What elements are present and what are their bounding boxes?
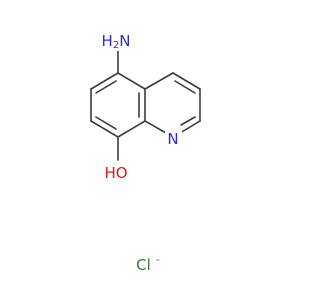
bond-c4-c3 — [172, 72, 201, 90]
amine-label-background — [99, 31, 129, 51]
hydroxyl-label: HO — [104, 164, 127, 182]
amine-hydrogen: H — [102, 32, 113, 50]
chloride-symbol: Cl — [136, 256, 151, 274]
molecule-diagram: H2N N HO Cl- — [90, 31, 201, 274]
bond-c7-c8 — [90, 120, 119, 138]
amine-nitrogen: N — [119, 32, 130, 50]
bond-c7-c8-inner — [95, 116, 117, 130]
ring-nitrogen-label: N — [167, 130, 178, 148]
atom-labels: H2N N HO Cl- — [99, 31, 182, 274]
bond-c2-n1 — [179, 120, 201, 134]
bond-c8-c8a — [117, 120, 146, 138]
chloride-label: Cl- — [136, 253, 160, 275]
bond-c2-n1-inner — [180, 116, 196, 126]
bond-n1-c8a — [144, 120, 167, 134]
bonds — [90, 49, 201, 161]
bond-c4a-c4 — [144, 72, 174, 90]
bond-c5-c6-inner — [95, 80, 117, 94]
hydroxyl-label-background — [101, 163, 131, 183]
bond-c4-c3-inner — [174, 80, 196, 94]
bond-c5-c4a — [117, 72, 146, 90]
ring-nitrogen-label-background — [165, 128, 182, 148]
chloride-charge: - — [156, 253, 160, 266]
amine-hydrogen-count: 2 — [113, 40, 119, 51]
amine-label: H2N — [102, 32, 131, 51]
bond-c5-c6 — [90, 72, 119, 90]
